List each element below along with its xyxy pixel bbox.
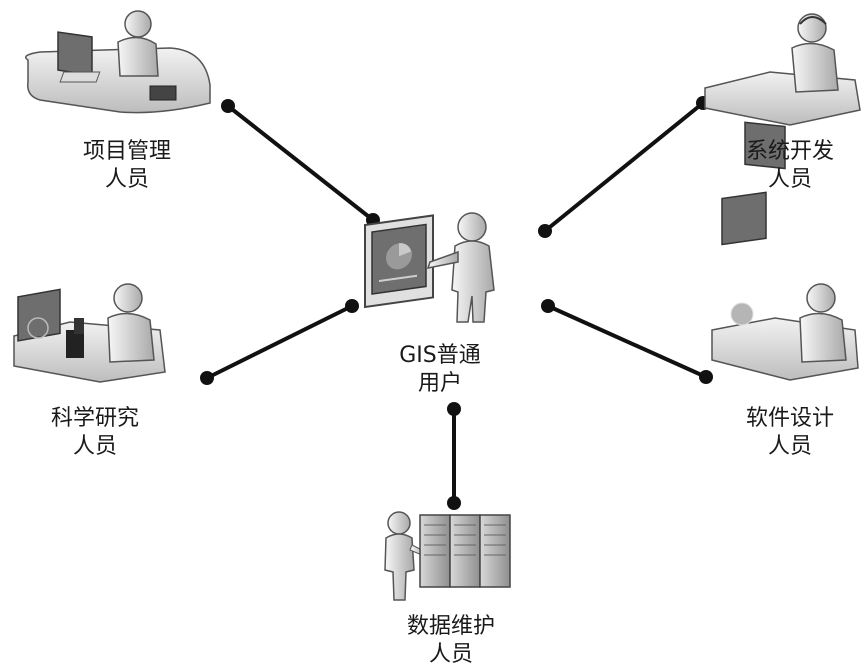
connector-project-management [221, 99, 380, 227]
connector-system-development [538, 96, 710, 238]
label-scientific-research-line2: 人员 [72, 434, 117, 459]
label-data-maintenance: 数据维护 人员 [376, 613, 526, 669]
system-development-workstation-icon [704, 13, 861, 170]
gis-user-presenter-icon [364, 212, 495, 323]
project-management-workstation-icon [25, 10, 211, 114]
label-data-maintenance-line2: 人员 [428, 642, 473, 667]
scientific-research-workstation-icon [13, 283, 166, 383]
label-scientific-research-line1: 科学研究 [50, 406, 139, 431]
connectors [200, 96, 713, 510]
label-gis-user-line1: GIS普通 [399, 343, 481, 368]
label-project-management-line2: 人员 [104, 167, 149, 192]
label-software-design-line1: 软件设计 [745, 406, 834, 431]
data-maintenance-server-icon [384, 511, 511, 601]
label-gis-user-line2: 用户 [417, 371, 462, 396]
connector-scientific-research [200, 299, 359, 385]
label-gis-user: GIS普通 用户 [380, 342, 500, 398]
label-project-management-line1: 项目管理 [82, 139, 171, 164]
label-project-management: 项目管理 人员 [52, 138, 202, 194]
label-system-development-line1: 系统开发 [745, 139, 834, 164]
connector-software-design [541, 299, 713, 384]
connector-data-maintenance [447, 402, 461, 510]
label-software-design-line2: 人员 [767, 434, 812, 459]
label-software-design: 软件设计 人员 [725, 405, 855, 461]
label-system-development-line2: 人员 [767, 167, 812, 192]
label-system-development: 系统开发 人员 [725, 138, 855, 194]
software-design-workstation-icon [711, 191, 859, 381]
label-data-maintenance-line1: 数据维护 [406, 614, 495, 639]
label-scientific-research: 科学研究 人员 [20, 405, 170, 461]
